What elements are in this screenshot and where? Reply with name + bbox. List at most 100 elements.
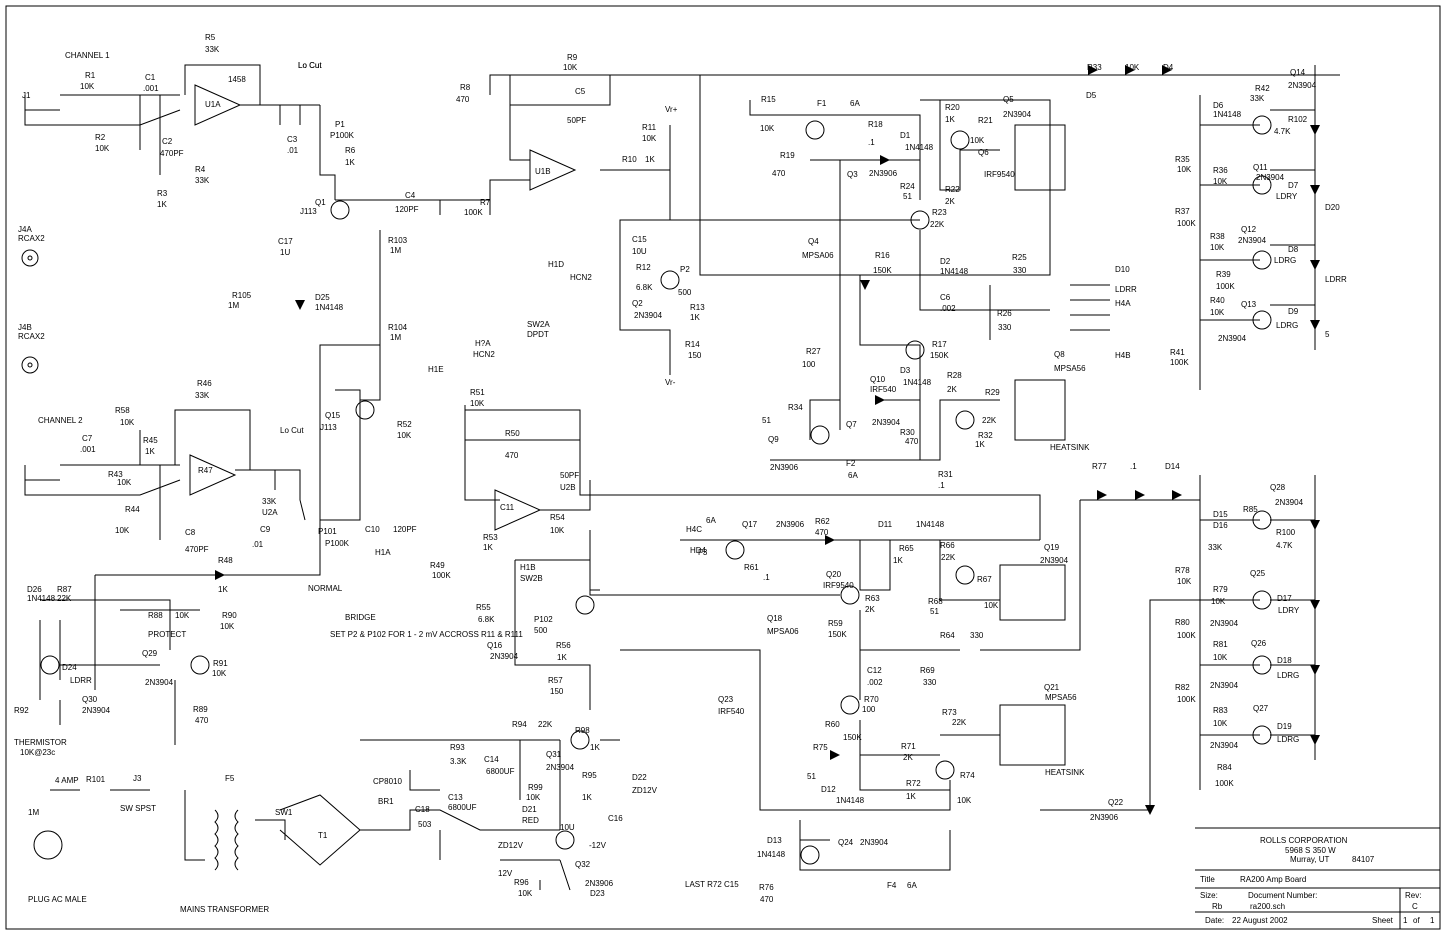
component-label: 1458 — [228, 75, 246, 84]
component-label: C18 — [415, 805, 430, 814]
component-label: H?A — [475, 339, 491, 348]
component-label: 1K — [975, 440, 985, 449]
opamp-u2a — [189, 454, 237, 496]
component-label: 2N3904 — [1288, 81, 1317, 90]
component-label: 470 — [772, 169, 786, 178]
component-label: R53 — [483, 533, 498, 542]
component-label: D15 — [1213, 510, 1228, 519]
component-label: 2K — [945, 197, 955, 206]
component-label: 500 — [678, 288, 692, 297]
component-label: R85 — [1243, 505, 1258, 514]
component-label: R49 — [430, 561, 445, 570]
component-label: 2K — [865, 605, 875, 614]
component-label: R44 — [125, 505, 140, 514]
component-label: T1 — [318, 831, 328, 840]
component-label: 50PF — [560, 471, 579, 480]
component-label: 50PF — [567, 116, 586, 125]
component-label: 150 — [550, 687, 564, 696]
component-label: 51 — [762, 416, 771, 425]
tb-size-label: Size: — [1200, 891, 1218, 900]
component-label: HCN2 — [473, 350, 495, 359]
component-label: 10K — [175, 611, 190, 620]
tb-size: Rb — [1212, 902, 1223, 911]
component-label: 2N3906 — [1090, 813, 1119, 822]
component-label: 5 — [1325, 330, 1330, 339]
component-label: R60 — [825, 720, 840, 729]
component-label: H1B — [520, 563, 536, 572]
component-label: R102 — [1288, 115, 1308, 124]
component-label: LDRG — [1274, 256, 1296, 265]
component-label: 10K — [1213, 719, 1228, 728]
component-label: 6.8K — [636, 283, 653, 292]
component-label: D23 — [590, 889, 605, 898]
component-label: MPSA06 — [802, 251, 834, 260]
component-label: R99 — [528, 783, 543, 792]
component-label: 33K — [205, 45, 220, 54]
component-label: D11 — [878, 520, 893, 529]
opamp-u1b — [529, 149, 577, 191]
component-label: R57 — [548, 676, 563, 685]
component-label: Q4 — [808, 237, 819, 246]
component-label: 10K — [1177, 165, 1192, 174]
component-label: R66 — [940, 541, 955, 550]
component-label: 6A — [706, 516, 716, 525]
component-label: 1U — [280, 248, 290, 257]
label-heatsink2: HEATSINK — [1045, 768, 1085, 777]
component-label: 2N3904 — [872, 418, 901, 427]
component-label: 100K — [1177, 631, 1196, 640]
component-label: U2B — [560, 483, 576, 492]
component-label: Q26 — [1251, 639, 1267, 648]
component-label: 120PF — [393, 525, 417, 534]
component-label: H1D — [548, 260, 564, 269]
jack-j4b-pin — [27, 362, 33, 368]
component-label: R88 — [148, 611, 163, 620]
component-label: P2 — [680, 265, 690, 274]
component-label: R16 — [875, 251, 890, 260]
tb-title-label: Title — [1200, 875, 1215, 884]
tb-date-label: Date: — [1205, 916, 1224, 925]
component-label: R72 — [906, 779, 921, 788]
component-label: R78 — [1175, 566, 1190, 575]
component-label: D4 — [1163, 63, 1174, 72]
component-label: 10K — [220, 622, 235, 631]
component-label: 22K — [57, 594, 72, 603]
component-label: 33K — [1250, 94, 1265, 103]
component-label: D16 — [1213, 521, 1228, 530]
label-heatsink1: HEATSINK — [1050, 443, 1090, 452]
annotations: CHANNEL 1 CHANNEL 2 Lo Cut Lo Cut PROTEC… — [14, 51, 1090, 914]
component-label: MPSA06 — [767, 627, 799, 636]
component-label: Q15 — [325, 411, 341, 420]
component-label: R70 — [864, 695, 879, 704]
component-label: R29 — [985, 388, 1000, 397]
component-label: 10U — [632, 247, 647, 256]
component-label: R63 — [865, 594, 880, 603]
component-label: U1A — [205, 100, 221, 109]
component-label: C3 — [287, 135, 298, 144]
component-label: -12V — [589, 841, 607, 850]
component-label: 1N4148 — [1213, 110, 1242, 119]
component-label: H4C — [686, 525, 702, 534]
component-label: 51 — [807, 772, 816, 781]
component-label: J4B — [18, 323, 32, 332]
component-label: R1 — [85, 71, 96, 80]
component-label: 2K — [903, 753, 913, 762]
component-label: .01 — [252, 540, 264, 549]
component-label: D9 — [1288, 307, 1299, 316]
component-label: RED — [522, 816, 539, 825]
component-label: C17 — [278, 237, 293, 246]
component-label: Q17 — [742, 520, 758, 529]
component-label: D7 — [1288, 181, 1299, 190]
component-label: R35 — [1175, 155, 1190, 164]
component-label: 33K — [195, 176, 210, 185]
component-label: Q14 — [1290, 68, 1306, 77]
component-label: LDRY — [1276, 192, 1298, 201]
component-label: 1K — [218, 585, 228, 594]
component-label: R59 — [828, 619, 843, 628]
component-label: R87 — [57, 585, 72, 594]
component-label: R11 — [642, 123, 657, 132]
component-label: 10K — [984, 601, 999, 610]
component-label: R69 — [920, 666, 935, 675]
component-label: 33K — [262, 497, 277, 506]
component-label: C2 — [162, 137, 173, 146]
component-label: 4.7K — [1276, 541, 1293, 550]
